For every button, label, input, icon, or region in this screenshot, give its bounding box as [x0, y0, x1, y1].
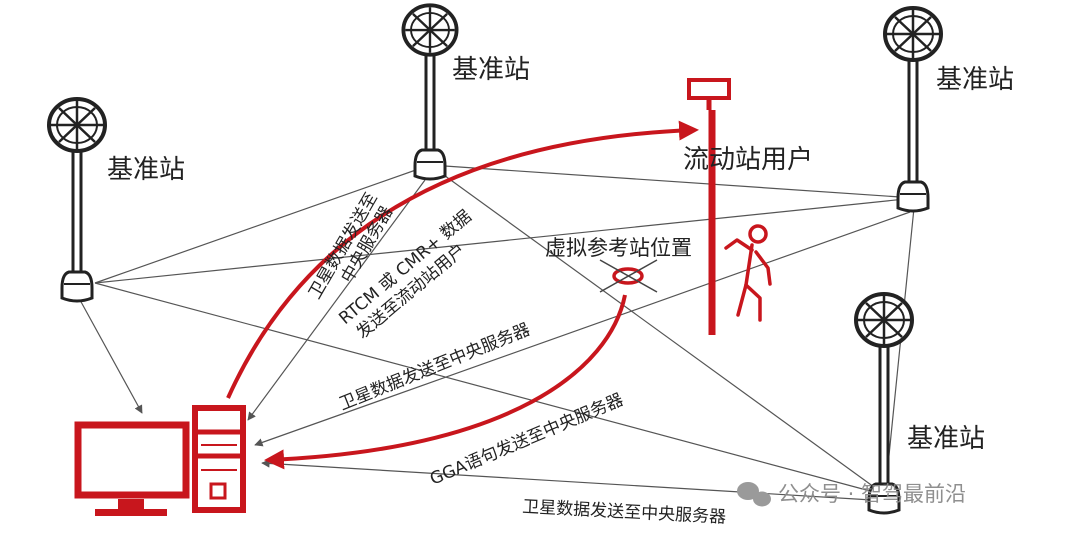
server-icon — [192, 405, 246, 513]
base-station-label: 基准站 — [907, 424, 985, 454]
gray-arrows — [79, 179, 911, 501]
virtual-station-marker — [599, 259, 658, 293]
base-station-top: 基准站 — [401, 3, 530, 181]
red-arrows — [226, 120, 699, 470]
rover-label: 流动站用户 — [683, 145, 813, 175]
monitor-icon — [74, 421, 190, 516]
virtual-station-label: 虚拟参考站位置 — [545, 236, 692, 260]
base-station-label: 基准站 — [936, 65, 1014, 95]
rover-person-icon — [724, 224, 772, 322]
base-station-right: 基准站 — [883, 6, 1014, 213]
label-satellite-bottom: 卫星数据发送至中央服务器 — [522, 497, 727, 528]
base-station-bottom-right: 基准站 — [854, 292, 985, 515]
network-lines — [94, 164, 916, 496]
base-station-left: 基准站 — [47, 97, 185, 303]
watermark-text: 公众号 · 智驾最前沿 — [778, 482, 966, 506]
rtcm-arrow — [226, 120, 699, 399]
base-station-label: 基准站 — [452, 55, 530, 85]
wechat-icon — [737, 482, 771, 507]
base-station-label: 基准站 — [107, 155, 185, 185]
rover-pole — [687, 78, 731, 335]
watermark: 公众号 · 智驾最前沿 — [737, 482, 966, 507]
gga-arrow — [264, 294, 627, 470]
